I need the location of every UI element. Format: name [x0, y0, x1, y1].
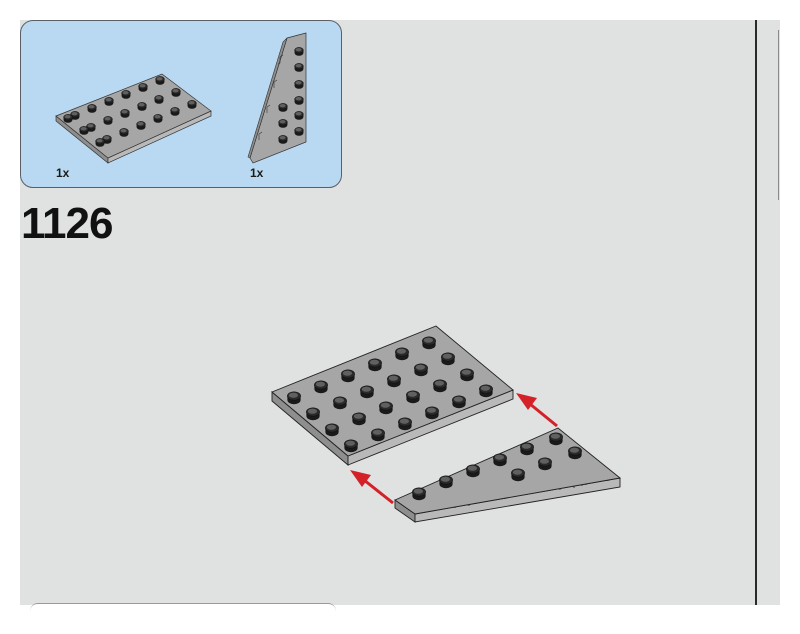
assembly-plate-4x6 [271, 325, 514, 466]
page-divider [755, 20, 757, 605]
assembly-arrow-right [516, 393, 558, 428]
page-edge-line [778, 30, 779, 200]
assembly-wedge-plate [394, 427, 622, 523]
part-quantity-plate: 1x [56, 166, 70, 180]
step-number: 1126 [21, 199, 113, 248]
part-quantity-wedge: 1x [250, 166, 264, 180]
wedge-plate-part-icon [247, 32, 307, 164]
assembly-arrow-left [350, 470, 394, 505]
plate-4x6-part-icon [55, 73, 212, 164]
